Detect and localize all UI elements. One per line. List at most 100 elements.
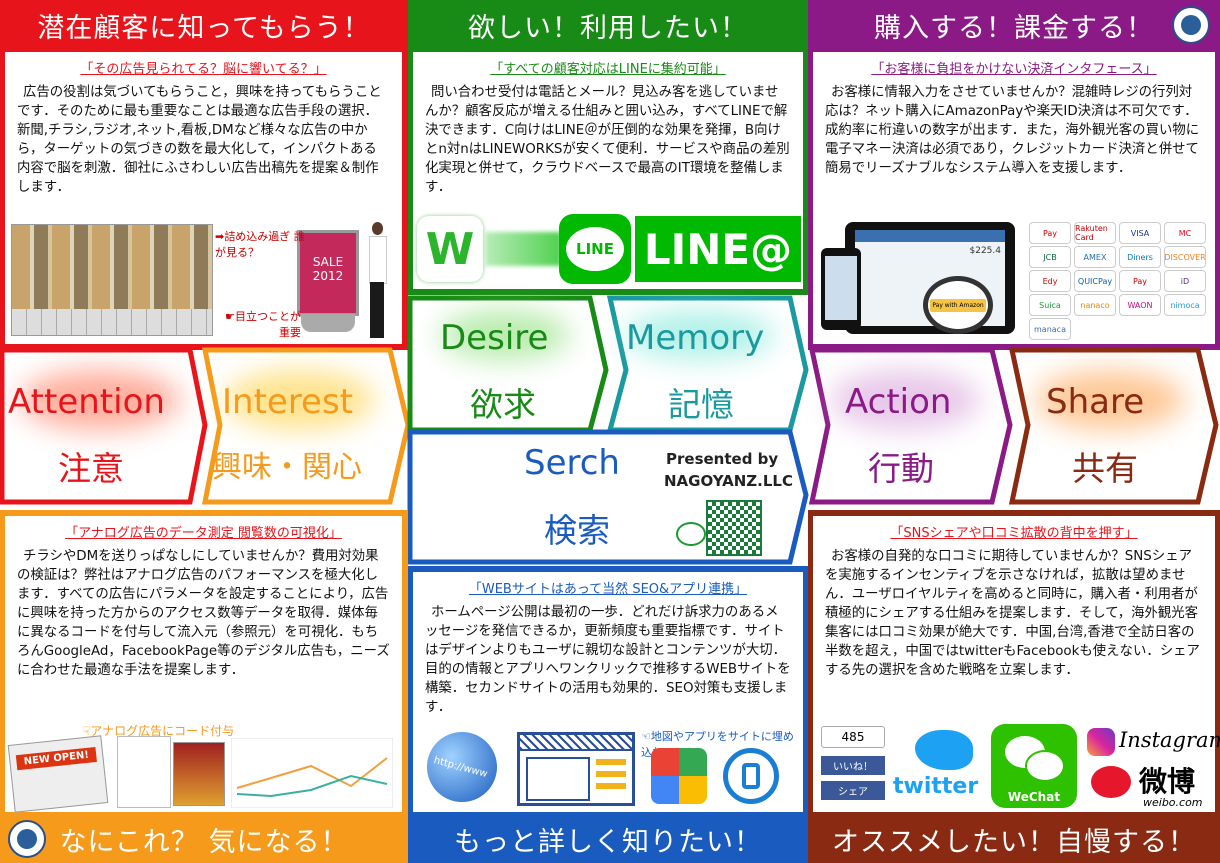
payment-logo: iD (1164, 270, 1206, 292)
body-interest: チラシやDMを送りっぱなしにしていませんか？費用対効果の検証は？弊社はアナログ広… (17, 549, 390, 678)
wechat-icon: WeChat (991, 724, 1077, 808)
subhead-desire: 「すべての顧客対応はLINEに集約可能」 (490, 62, 726, 77)
glow-stream (485, 232, 561, 266)
poster-stand (301, 314, 355, 332)
subhead-search: 「WEBサイトはあって当然 SEO&アプリ連携」 (468, 582, 748, 597)
amazon-pay-button: Pay with Amazon (930, 298, 986, 312)
body-attention: 広告の役割は気づいてもらうこと，興味を持ってもらうことです．そのために最も重要な… (17, 85, 382, 195)
instagram-icon (1087, 728, 1115, 756)
header-share-label: オススメしたい！自慢する！ (832, 827, 1196, 858)
newspaper-headline: NEW OPEN! (15, 746, 97, 771)
glow-attention (20, 370, 180, 430)
payment-logo: Diners (1119, 246, 1161, 268)
flow-action-jp: 行動 (868, 449, 934, 488)
body-search: ホームページ公開は最初の一歩．どれだけ訴求力のあるメッセージを発信できるか，更新… (425, 605, 791, 715)
instagram-wordmark: Instagram (1119, 728, 1220, 752)
payment-logo: Edy (1029, 270, 1071, 292)
header-action-label: 購入する！課金する！ (874, 12, 1154, 44)
newspaper-image: NEW OPEN! (7, 735, 109, 813)
callout-crowded: ➡詰め込み過ぎ 誰が見る？ (215, 230, 305, 259)
globe-url: http://www (432, 755, 489, 780)
flow-attention-en: Attention (8, 382, 165, 422)
flow-share-en: Share (1046, 382, 1145, 422)
glow-share (1035, 370, 1185, 430)
wechat-label: WeChat (1007, 790, 1061, 804)
header-search-label: もっと詳しく知りたい！ (454, 827, 762, 858)
phone-device (821, 248, 861, 330)
header-action: 購入する！課金する！ (808, 0, 1220, 50)
flow-memory-jp: 記憶 (668, 385, 734, 424)
like-count: 485 (841, 730, 865, 744)
callout-code: ☟アナログ広告にコード付与 (83, 724, 235, 738)
sale-poster-text: SALE 2012 (312, 255, 344, 283)
weibo-wordmark: 微博 (1139, 765, 1196, 798)
payment-logo: nimoca (1164, 294, 1206, 316)
flow-action-en: Action (845, 382, 952, 422)
header-interest-label: なにこれ？ 気になる！ (59, 827, 349, 858)
line-at-logo: LINE@ (635, 216, 801, 282)
header-share: オススメしたい！自慢する！ (808, 816, 1220, 863)
header-search: もっと詳しく知りたい！ (408, 816, 808, 863)
glow-action (830, 370, 980, 430)
subhead-share: 「SNSシェアや口コミ拡散の背中を押す」 (890, 526, 1138, 541)
qr-code-icon (706, 500, 762, 556)
body-desire: 問い合わせ受付は電話とメール？見込み客を逃していませんか？顧客反応が増える仕組み… (425, 85, 790, 195)
header-desire-label: 欲しい！利用したい！ (468, 12, 748, 44)
woman-figure (367, 222, 387, 340)
flow-search-jp: 検索 (544, 511, 610, 550)
payment-logo: JCB (1029, 246, 1071, 268)
panel-action: 購入する！課金する！ 「お客様に負担をかけない決済インタフェース」 お客様に情報… (808, 0, 1220, 350)
sale-poster: SALE 2012 (297, 230, 359, 316)
panel-share: 「SNSシェアや口コミ拡散の背中を押す」 お客様の自発的な口コミに期待していませ… (808, 510, 1220, 863)
payment-logo: Rakuten Card (1074, 222, 1116, 244)
weibo-url: weibo.com (1143, 796, 1203, 809)
analytics-chart (231, 738, 393, 808)
flow-memory-en: Memory (626, 318, 765, 358)
header-desire: 欲しい！利用したい！ (408, 0, 808, 50)
glow-memory (625, 310, 775, 360)
presented-by: Presented by (666, 450, 779, 468)
share-button: シェア (821, 781, 885, 800)
subhead-attention: 「その広告見られてる？脳に響いてる？」 (80, 62, 327, 77)
like-widget: 485 いいね！ シェア (821, 726, 885, 806)
panel-desire: 欲しい！利用したい！ 「すべての顧客対応はLINEに集約可能」 問い合わせ受付は… (408, 0, 808, 295)
like-button: いいね！ (821, 756, 885, 775)
flow-desire-en: Desire (440, 318, 549, 358)
flow-interest-en: Interest (222, 382, 354, 422)
company-logo-icon (1172, 6, 1210, 44)
callout-stand-out: ☛目立つことが 重要 (225, 310, 301, 339)
line-at-text: LINE@ (643, 224, 793, 274)
payment-logo: Suica (1029, 294, 1071, 316)
website-wireframe (517, 732, 635, 806)
line-logo: LINE (559, 214, 631, 284)
lineworks-logo: W (417, 216, 483, 282)
payment-logo: AMEX (1074, 246, 1116, 268)
payment-logo: nanaco (1074, 294, 1116, 316)
header-attention: 潜在顧客に知ってもらう！ (0, 0, 408, 50)
bulletin-board-photo (11, 224, 213, 336)
globe-icon: http://www (427, 732, 497, 802)
body-share: お客様の自発的な口コミに期待していませんか？SNSシェアを実施するインセンティブ… (825, 549, 1200, 678)
body-action: お客様に情報入力をさせていませんか？混雑時レジの行列対応は？ネット購入にAmaz… (825, 85, 1200, 176)
payment-logo: Pay (1119, 270, 1161, 292)
twitter-wordmark: twitter (893, 774, 979, 799)
flyer-image (117, 736, 171, 808)
subhead-interest: 「アナログ広告のデータ測定 閲覧数の可視化」 (65, 526, 342, 541)
flow-search-en: Serch (524, 443, 620, 483)
lineworks-letter: W (425, 223, 475, 275)
pointing-hand-icon (676, 522, 706, 546)
company-logo-icon (8, 820, 46, 858)
panel-attention: 潜在顧客に知ってもらう！ 「その広告見られてる？脳に響いてる？」 広告の役割は気… (0, 0, 408, 350)
panel-interest: 「アナログ広告のデータ測定 閲覧数の可視化」 チラシやDMを送りっぱなしにしてい… (0, 510, 408, 863)
flow-attention-jp: 注意 (58, 449, 124, 488)
twitter-bird-icon (915, 730, 973, 770)
line-logo-text: LINE (576, 240, 614, 258)
amazon-pay-magnifier: Pay with Amazon (923, 276, 993, 334)
payment-logo: WAON (1119, 294, 1161, 316)
payment-logo: Pay (1029, 222, 1071, 244)
header-interest: なにこれ？ 気になる！ (0, 816, 408, 863)
tablet-price: $225.4 (969, 246, 1002, 256)
flow-share-jp: 共有 (1072, 449, 1138, 488)
payment-logo: QUICPay (1074, 270, 1116, 292)
payment-logo: MC (1164, 222, 1206, 244)
